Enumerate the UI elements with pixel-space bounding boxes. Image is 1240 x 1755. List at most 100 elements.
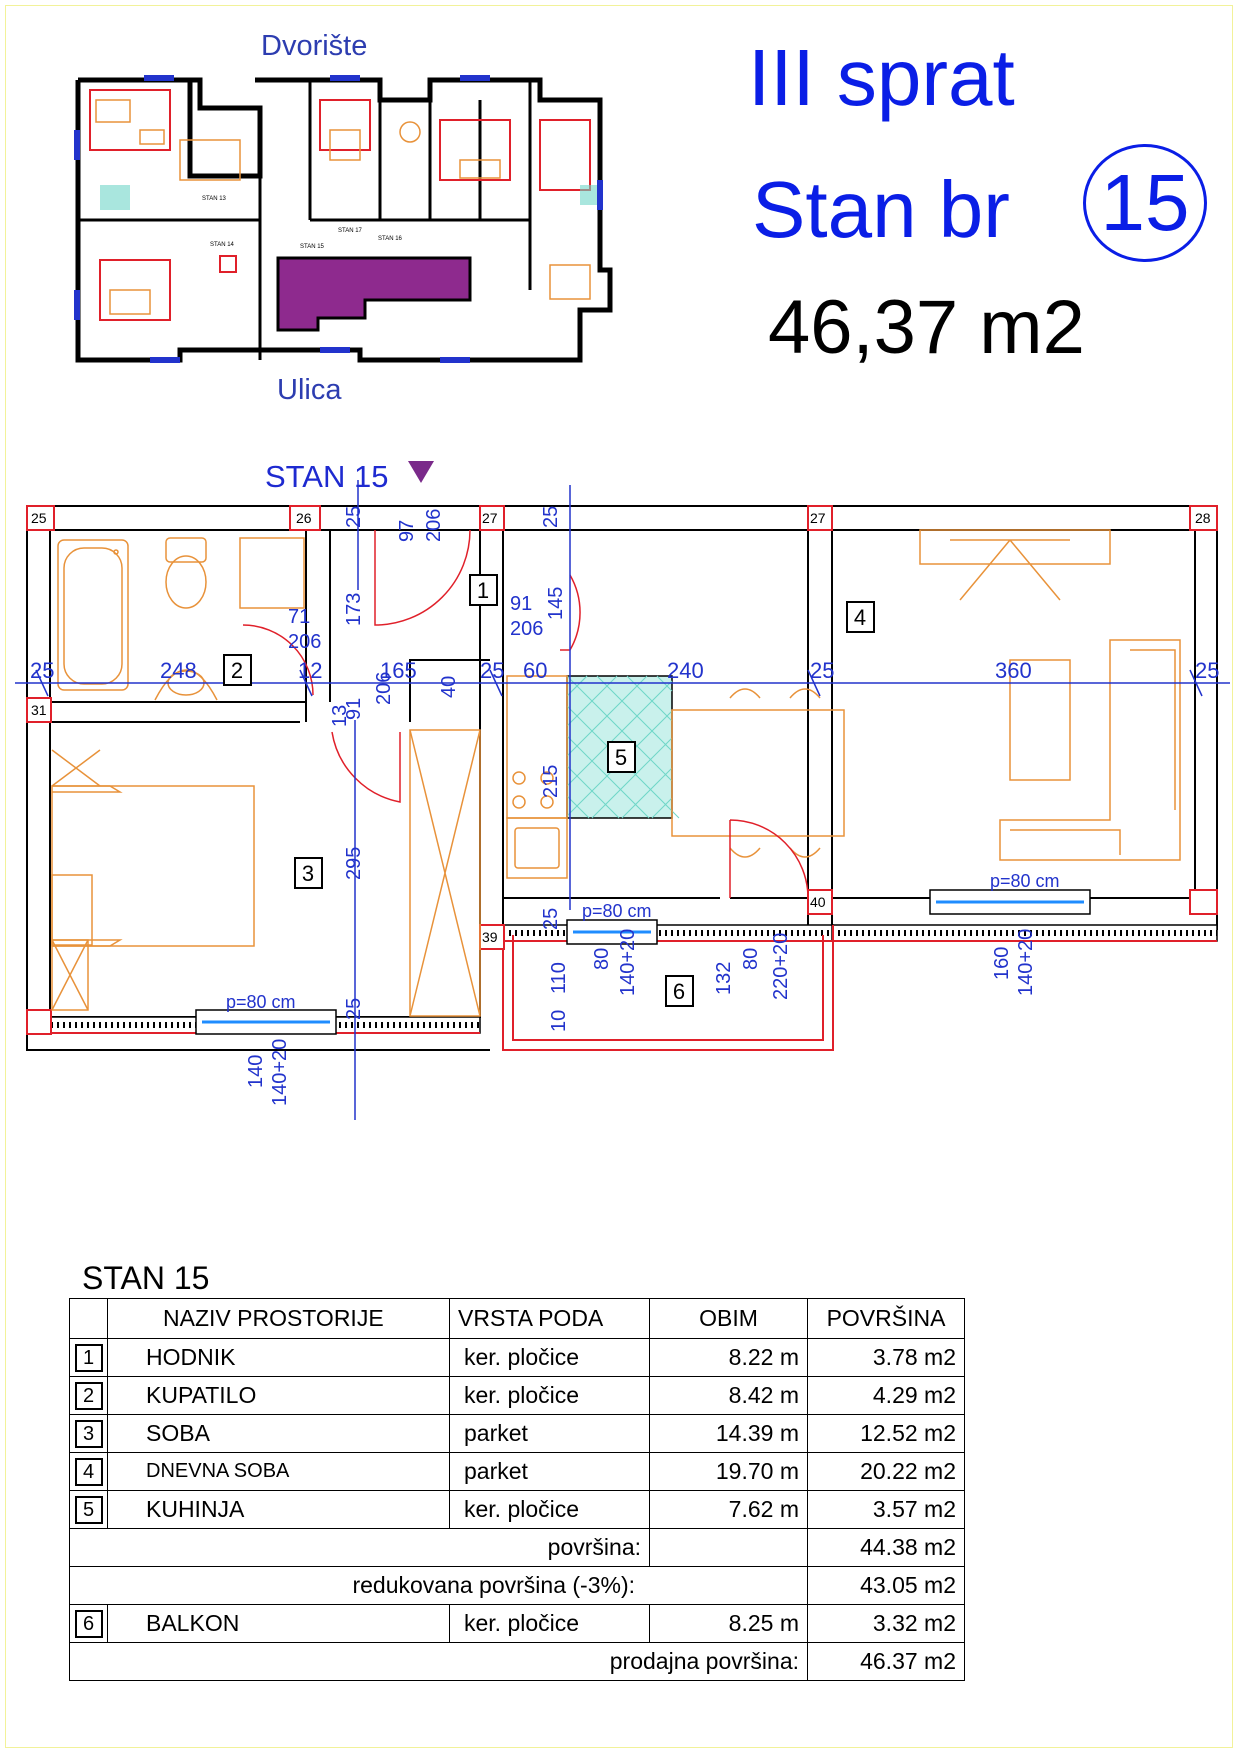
site-room-outline [99, 259, 171, 321]
site-kitchen-tile [100, 185, 130, 210]
site-highlighted-unit [276, 256, 472, 332]
row-floor: ker. pločice [449, 1604, 650, 1643]
dim-label: 248 [160, 658, 197, 683]
site-window [597, 180, 603, 210]
column-tag: 28 [1195, 510, 1211, 526]
site-stair-core [219, 255, 237, 273]
dim-label: 97 [396, 520, 418, 542]
column-marker [807, 505, 833, 531]
row-area: 3.57 m2 [807, 1490, 965, 1529]
dim-label: 91 [510, 593, 532, 615]
room-tag: 4 [854, 605, 866, 630]
site-unit-tag: STAN 13 [202, 196, 227, 202]
site-key-plan: STAN 13 STAN 14 STAN 15 STAN 17 STAN 16 [74, 75, 613, 363]
bed-pillows [52, 785, 123, 947]
sales-area-row: prodajna površina: 46.37 m2 [69, 1642, 965, 1681]
table-row: 2 KUPATILO ker. pločice 8.42 m 4.29 m2 [69, 1376, 965, 1415]
row-number: 4 [74, 1458, 103, 1486]
reduced-label: redukovana površina (-3%): [69, 1566, 808, 1605]
table-row: 3 SOBA parket 14.39 m 12.52 m2 [69, 1414, 965, 1453]
wall-shaft [409, 659, 490, 722]
subtotal-row: površina: 44.38 m2 [69, 1528, 965, 1567]
dim-label: 71 [288, 606, 310, 628]
room-tag: 2 [231, 658, 243, 683]
sofa-back [1010, 649, 1176, 855]
coffee-table [1009, 659, 1071, 781]
bathtub [57, 539, 129, 691]
dim-label: 206 [423, 509, 445, 542]
site-plan-top-label: Dvorište [261, 30, 368, 62]
dim-label: 360 [995, 658, 1032, 683]
site-window [320, 347, 350, 353]
bathtub-drain [113, 549, 119, 555]
sink [154, 669, 218, 701]
wardrobe [409, 729, 481, 1017]
tv-cabinet [919, 529, 1111, 565]
row-perimeter: 14.39 m [649, 1414, 808, 1453]
washing-machine [239, 537, 305, 609]
plan-title-marker-icon [408, 461, 434, 483]
nightstand [51, 939, 89, 1011]
row-area: 4.29 m2 [807, 1376, 965, 1415]
apartment-number: 15 [1100, 158, 1190, 247]
site-unit-tag: STAN 15 [300, 244, 325, 250]
row-name: DNEVNA SOBA [107, 1452, 450, 1491]
room-area-table: NAZIV PROSTORIJE VRSTA PODA OBIM POVRŠIN… [69, 1298, 965, 1681]
row-floor: parket [449, 1452, 650, 1491]
stove-burner [512, 771, 526, 785]
row-floor: ker. pločice [449, 1376, 650, 1415]
site-room-outline [539, 119, 591, 191]
reduced-value: 43.05 m2 [807, 1566, 965, 1605]
row-number: 1 [74, 1344, 103, 1372]
column-marker [26, 505, 55, 531]
column-marker [289, 505, 321, 531]
window-width-label: 140 [245, 1055, 267, 1088]
row-floor: ker. pločice [449, 1338, 650, 1377]
dim-label: 12 [298, 658, 322, 683]
room-tag-box [469, 574, 498, 606]
site-window [74, 290, 80, 320]
balcony-outline [502, 925, 834, 1051]
dimension-line-vertical [354, 480, 571, 1120]
window-height-label: 140+20 [617, 929, 639, 996]
wall-top [26, 505, 1218, 531]
room-tag-box [665, 975, 694, 1007]
dim-label: 240 [667, 658, 704, 683]
room-tag: 1 [477, 578, 489, 603]
apartment-total-area: 46,37 m2 [768, 285, 1085, 370]
dim-label: 206 [288, 631, 321, 653]
kitchen-sink [514, 827, 560, 869]
row-number: 5 [74, 1496, 103, 1524]
room-tag-box [223, 654, 252, 686]
dim-label: 25 [1195, 658, 1219, 683]
sales-area-value: 46.37 m2 [807, 1642, 965, 1681]
dim-label: 60 [523, 658, 547, 683]
toilet-tank [165, 537, 207, 563]
row-area: 12.52 m2 [807, 1414, 965, 1453]
dim-label: 110 [548, 962, 570, 994]
site-furniture [399, 121, 421, 143]
wall-partition-b [807, 530, 833, 925]
column-marker [1189, 889, 1218, 915]
kitchen-sink-cabinet [506, 817, 568, 879]
row-floor: parket [449, 1414, 650, 1453]
row-perimeter: 7.62 m [649, 1490, 808, 1529]
row-area: 20.22 m2 [807, 1452, 965, 1491]
row-floor: ker. pločice [449, 1490, 650, 1529]
site-unit-tag: STAN 14 [210, 242, 235, 248]
header-num [69, 1298, 108, 1339]
wall-bath-bottom [50, 701, 307, 723]
row-area: 3.78 m2 [807, 1338, 965, 1377]
sales-area-label: prodajna površina: [69, 1642, 808, 1681]
site-window [74, 130, 80, 160]
window-sill-label: p=80 cm [582, 901, 652, 921]
dim-label: 206 [373, 672, 395, 705]
window-width-label: 80 [591, 948, 613, 970]
site-unit-tag: STAN 17 [338, 228, 363, 234]
row-name: HODNIK [107, 1338, 450, 1377]
dim-label: 25 [540, 908, 562, 930]
balcony-row: 6 BALKON ker. pločice 8.25 m 3.32 m2 [69, 1604, 965, 1643]
site-furniture [95, 99, 131, 123]
site-plan-bottom-label: Ulica [277, 374, 342, 406]
site-unit-tag: STAN 16 [378, 236, 403, 242]
